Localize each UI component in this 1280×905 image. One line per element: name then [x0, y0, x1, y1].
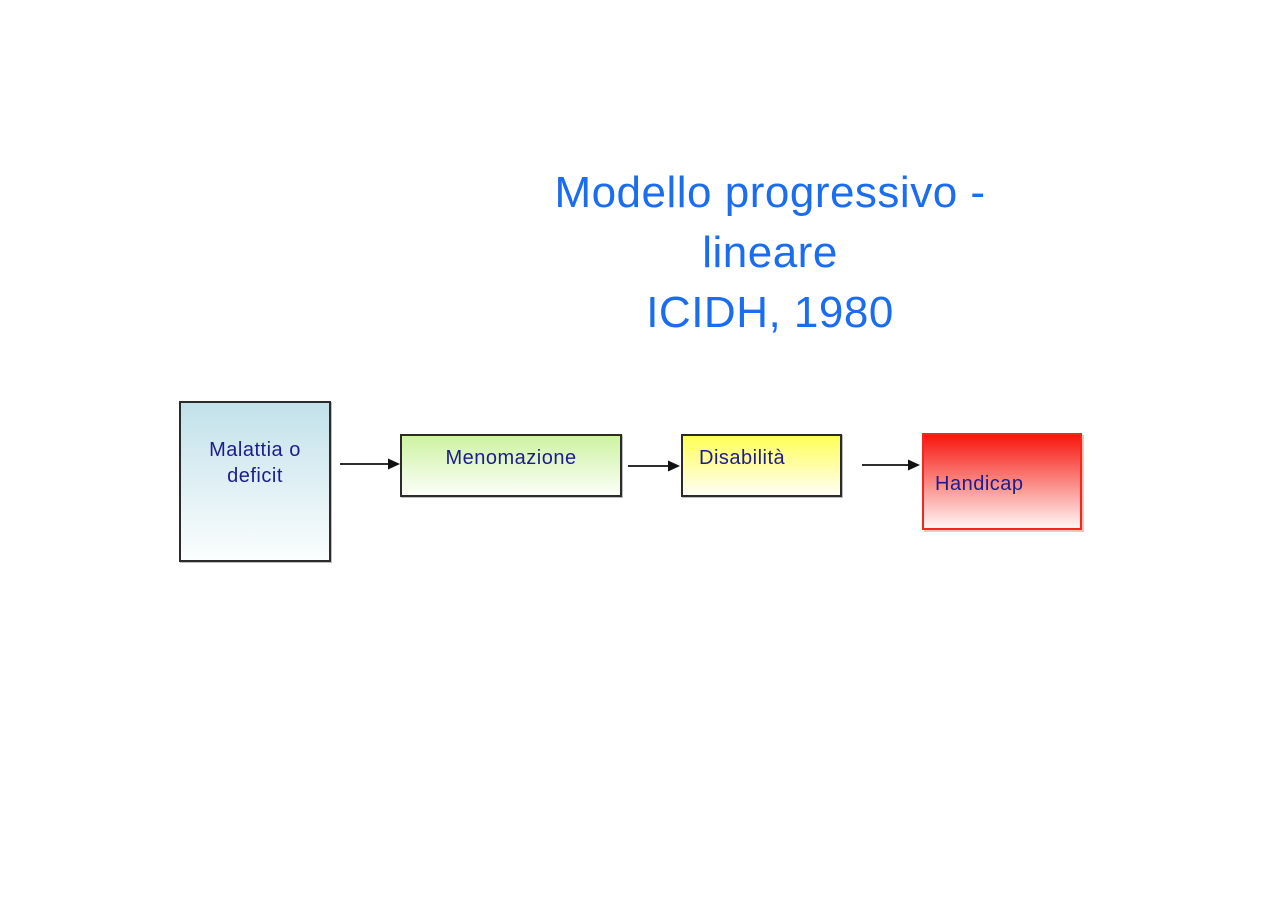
node-menomazione: Menomazione — [400, 434, 622, 497]
node-malattia-o-deficit: Malattia o deficit — [179, 401, 331, 562]
arrow-right-icon — [628, 460, 680, 472]
node-handicap: Handicap — [922, 433, 1082, 530]
title-line-2: lineare — [702, 228, 838, 277]
node-label: Disabilità — [699, 447, 786, 469]
node-label: Malattia o deficit — [209, 439, 301, 487]
arrow-right-icon — [862, 459, 920, 471]
title-line-1: Modello progressivo - — [554, 168, 986, 217]
arrow-right-icon — [340, 458, 400, 470]
node-label: Handicap — [935, 473, 1024, 495]
node-label: Menomazione — [445, 447, 577, 469]
slide-title: Modello progressivo - lineare ICIDH, 198… — [340, 163, 1200, 343]
title-line-3: ICIDH, 1980 — [646, 288, 894, 337]
node-disabilita: Disabilità — [681, 434, 842, 497]
